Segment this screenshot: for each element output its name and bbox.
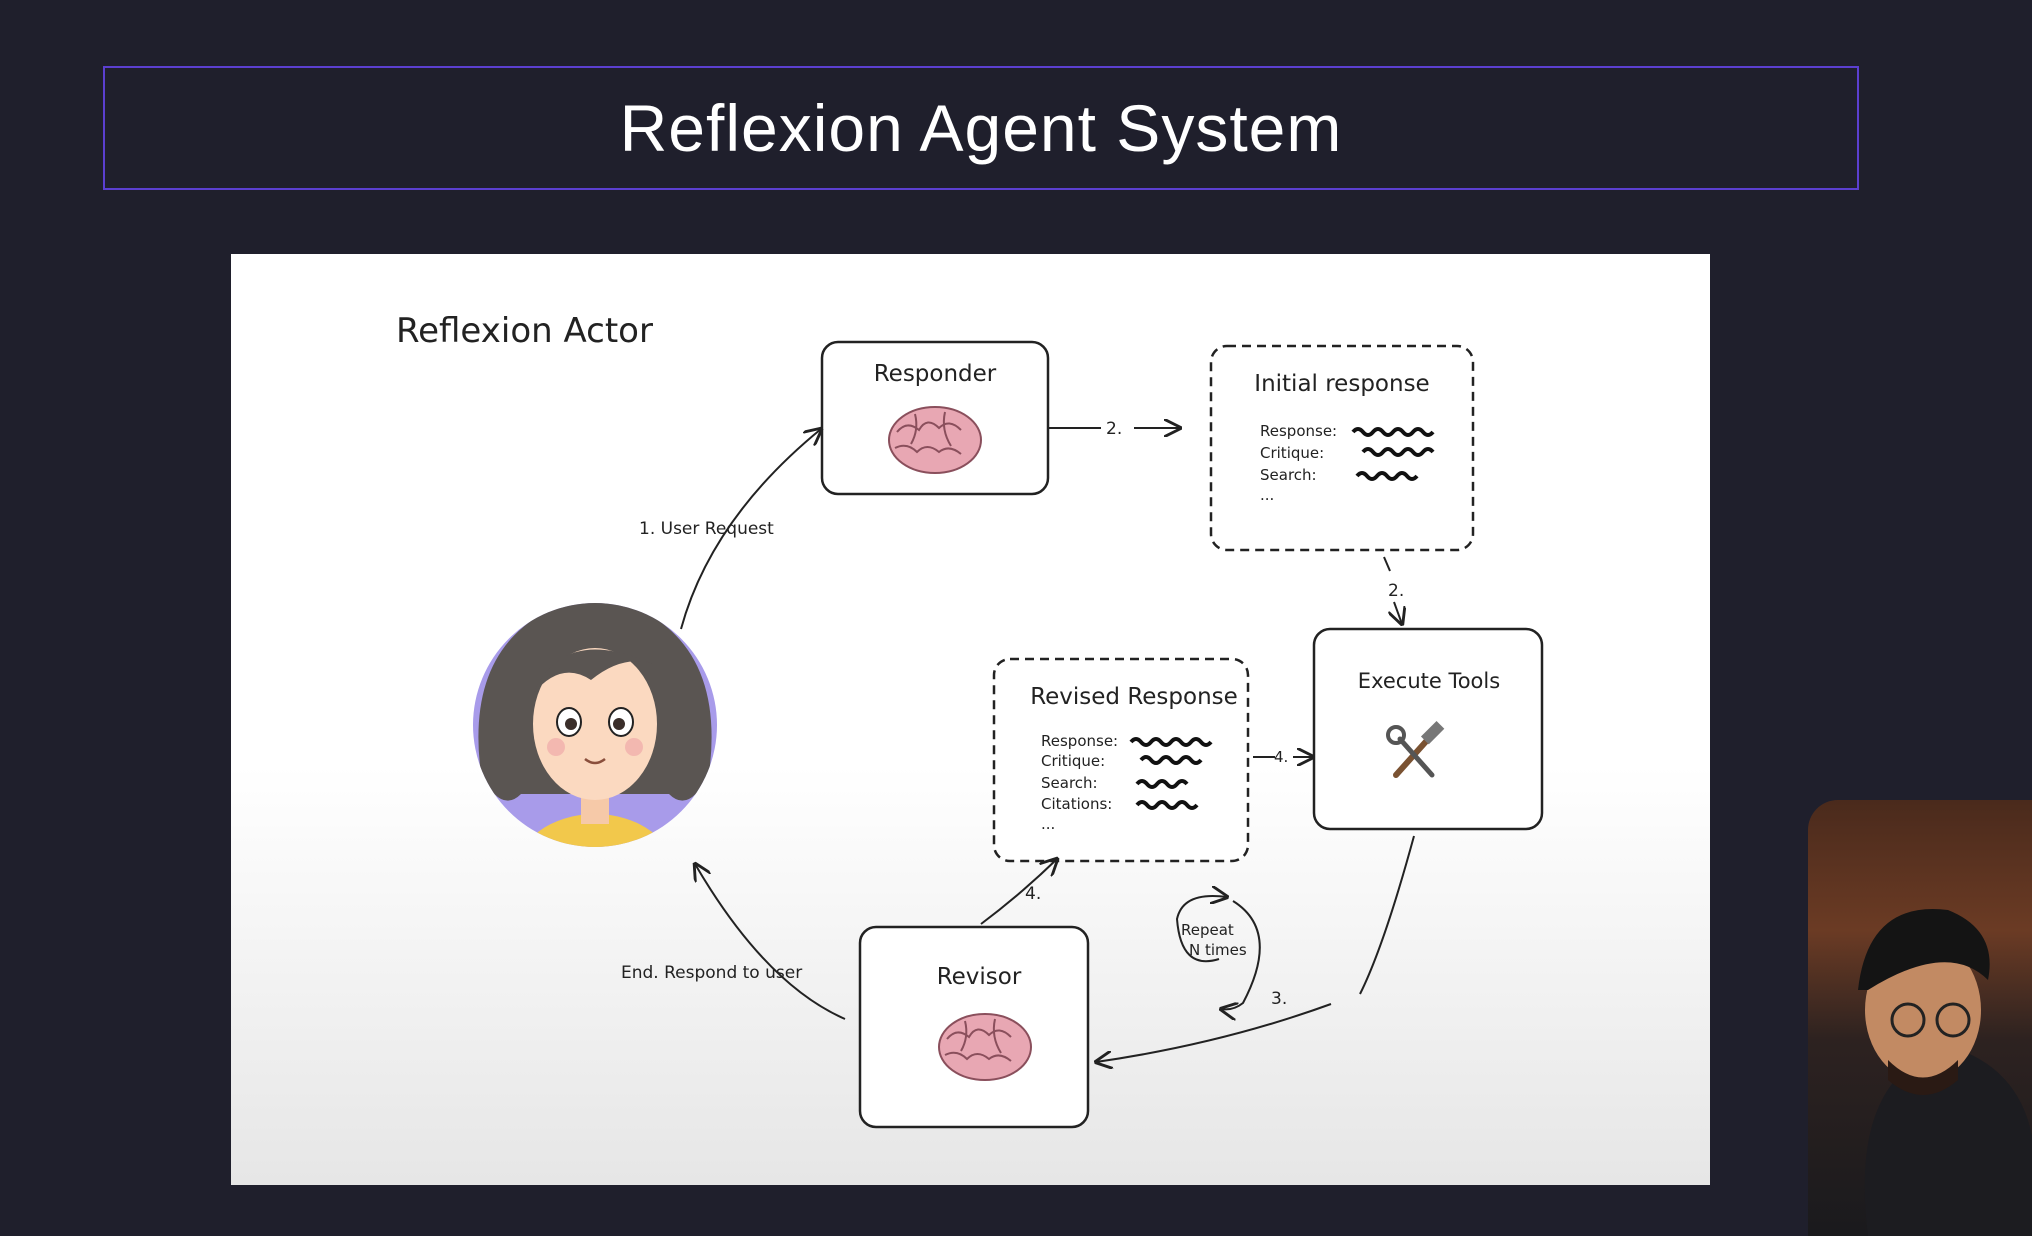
slide-title-box: Reflexion Agent System — [103, 66, 1859, 190]
edge-label-user-request: 1. User Request — [639, 519, 774, 539]
edges — [680, 428, 1415, 1062]
edge-label-step2b: 2. — [1388, 581, 1404, 601]
diagram-canvas: Reflexion Actor Responder Initial respon… — [396, 311, 1544, 1129]
edge-initial-to-tools-a — [1383, 556, 1391, 572]
edge-label-step4b: 4. — [1025, 884, 1041, 904]
execute-tools-label: Execute Tools — [1358, 669, 1500, 693]
initial-field-critique: Critique: — [1260, 444, 1324, 462]
user-avatar — [473, 603, 717, 847]
edge-label-end: End. Respond to user — [621, 963, 802, 983]
edge-label-step3: 3. — [1271, 989, 1287, 1009]
diagram-slide: Reflexion Actor Responder Initial respon… — [231, 254, 1710, 1185]
initial-field-search: Search: — [1260, 466, 1317, 484]
revisor-label: Revisor — [937, 964, 1022, 990]
edge-initial-to-tools-b — [1394, 601, 1402, 624]
responder-node: Responder — [820, 340, 1050, 496]
edge-tools-to-revisor-b — [1096, 1003, 1332, 1062]
revised-field-critique: Critique: — [1041, 752, 1105, 770]
edge-label-step4a: 4. — [1274, 748, 1288, 766]
revisor-node: Revisor — [858, 925, 1090, 1129]
scribble-line — [1135, 779, 1189, 789]
responder-label: Responder — [874, 361, 997, 387]
presenter-webcam — [1808, 800, 2032, 1236]
tools-icon — [1386, 720, 1445, 778]
repeat-note-line1: Repeat — [1181, 921, 1234, 939]
scribble-line — [1139, 755, 1203, 765]
slide-title: Reflexion Agent System — [619, 91, 1343, 165]
scribble-line — [1361, 447, 1435, 457]
scribble-line — [1351, 427, 1435, 437]
scribble-line — [1129, 737, 1213, 747]
initial-field-response: Response: — [1260, 422, 1337, 440]
repeat-loop-top — [1175, 896, 1227, 963]
presenter-figure — [1858, 909, 2032, 1236]
initial-response-node: Initial response Response: Critique: Sea… — [1209, 344, 1475, 552]
edge-revisor-to-user — [695, 864, 846, 1020]
repeat-loop-bottom — [1221, 900, 1261, 1009]
revised-field-search: Search: — [1041, 774, 1098, 792]
scribble-line — [1135, 800, 1199, 810]
edge-label-step2a: 2. — [1106, 419, 1122, 439]
initial-field-more: ... — [1260, 486, 1274, 504]
brain-icon — [888, 406, 982, 474]
edge-user-to-responder — [680, 429, 821, 630]
revised-response-title: Revised Response — [1030, 684, 1238, 710]
revised-field-more: ... — [1041, 815, 1055, 833]
edge-revisor-to-revised — [980, 859, 1057, 925]
revised-field-citations: Citations: — [1041, 795, 1112, 813]
revised-field-response: Response: — [1041, 732, 1118, 750]
initial-response-title: Initial response — [1254, 371, 1429, 397]
repeat-note-line2: N times — [1189, 941, 1247, 959]
execute-tools-node: Execute Tools — [1312, 627, 1544, 831]
edge-tools-to-revisor-a — [1359, 835, 1415, 995]
diagram-heading: Reflexion Actor — [396, 311, 653, 351]
scribble-line — [1355, 471, 1419, 481]
revised-response-node: Revised Response Response: Critique: Sea… — [992, 657, 1250, 863]
brain-icon — [938, 1013, 1032, 1081]
